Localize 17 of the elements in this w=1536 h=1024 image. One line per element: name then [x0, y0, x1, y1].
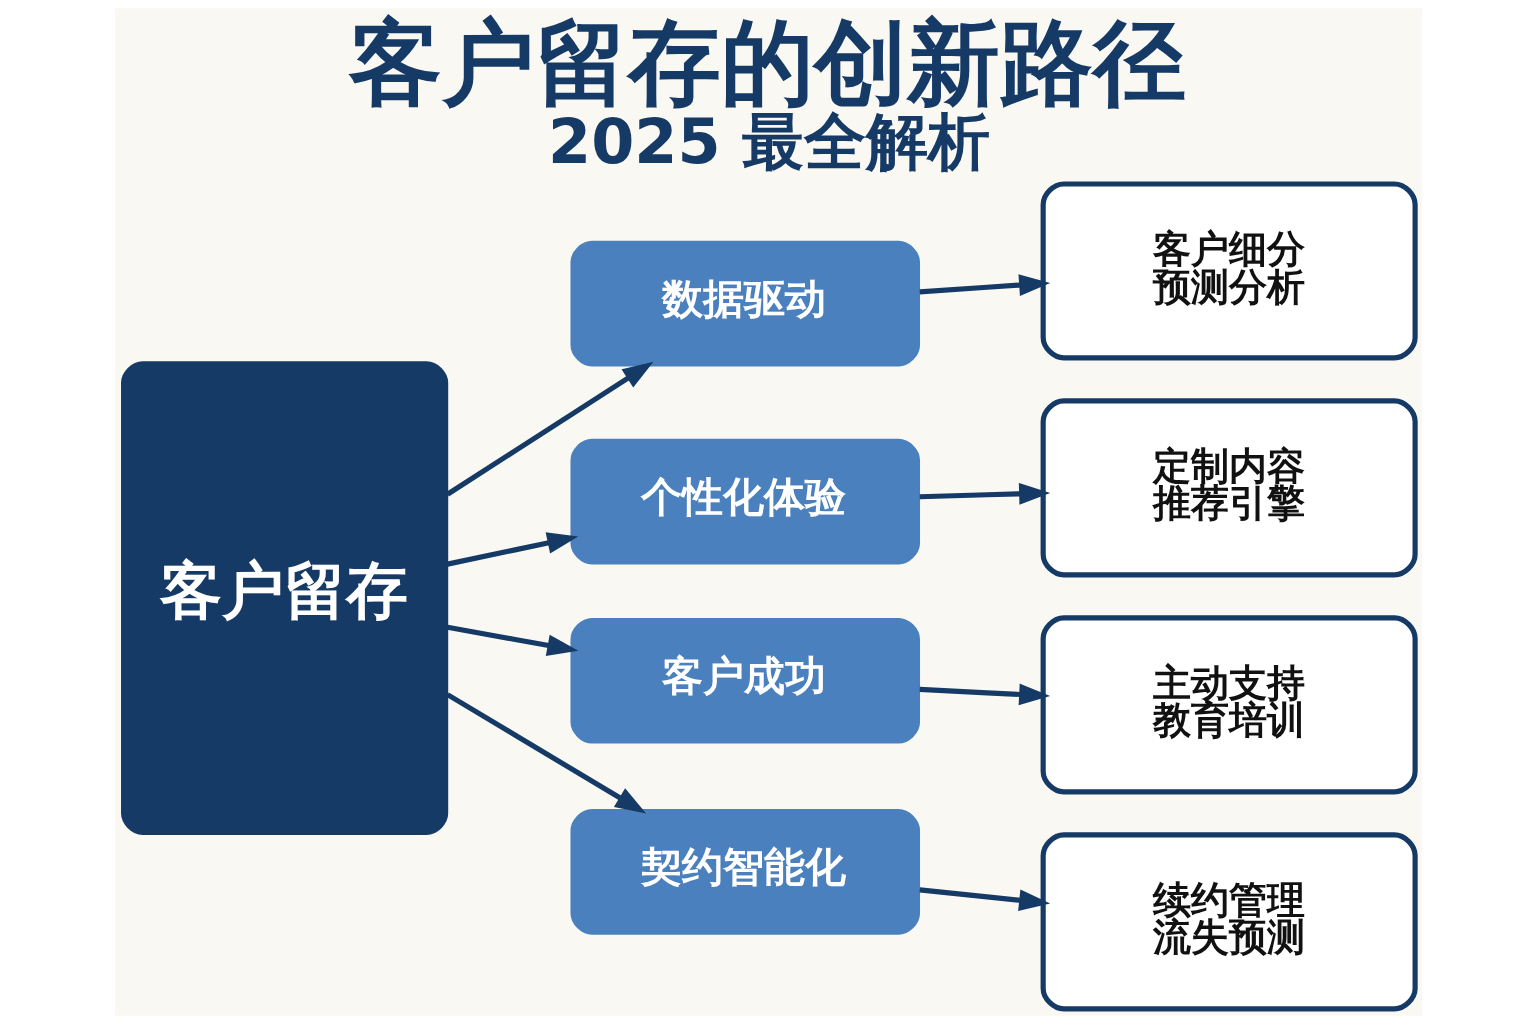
- arrow: [446, 532, 578, 567]
- arrow: [446, 624, 578, 657]
- arrow: [919, 683, 1050, 706]
- arrow: [919, 274, 1050, 296]
- node-box: 续约管理 流失预测: [1040, 832, 1418, 1012]
- node-box: 主动支持 教育培训: [1040, 615, 1418, 795]
- arrow: [445, 692, 646, 814]
- node-box: 个性化体验: [569, 438, 920, 565]
- node-box: 客户成功: [569, 617, 920, 744]
- node-box: 客户留存: [120, 361, 448, 835]
- node-box: 契约智能化: [569, 809, 920, 935]
- arrow: [445, 361, 653, 497]
- arrow: [918, 887, 1050, 911]
- arrow: [919, 483, 1050, 505]
- node-box: 定制内容 推荐引擎: [1040, 398, 1418, 578]
- node-box: 数据驱动: [569, 240, 920, 367]
- node-box: 客户细分 预测分析: [1040, 181, 1418, 361]
